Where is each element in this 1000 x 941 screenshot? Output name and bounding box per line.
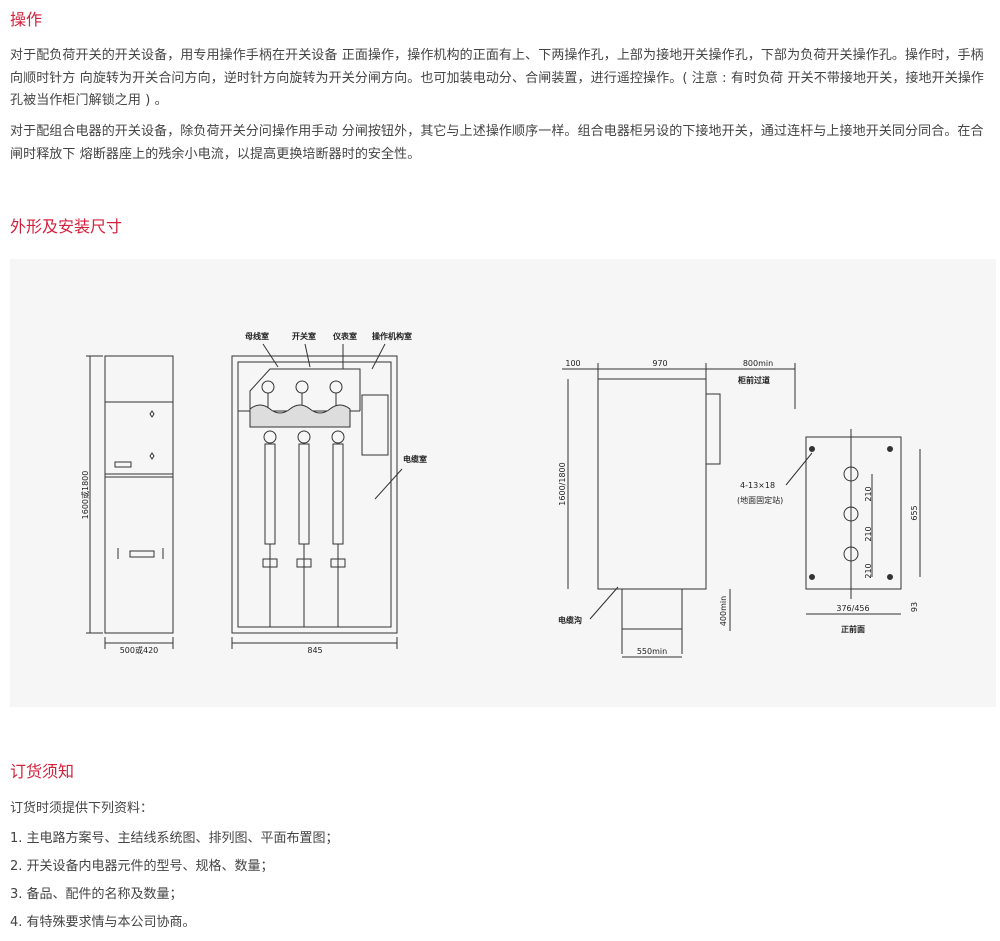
operation-paragraph-2: 对于配组合电器的开关设备，除负荷开关分问操作用手动 分闸按钮外，其它与上述操作顺… (10, 124, 984, 162)
side-label-busbar: 母线室 (245, 331, 269, 341)
front-width-label: 500或420 (120, 645, 159, 655)
plan-dim-970: 970 (652, 359, 667, 368)
plan-trench-depth: 400min (719, 596, 728, 626)
side-label-meter: 仪表室 (332, 331, 357, 341)
base-dim-1: 210 (864, 486, 873, 501)
dimension-drawing: 1600或1800 500或420 (10, 259, 996, 707)
base-front-label: 正前面 (841, 624, 865, 634)
operation-paragraph-1: 对于配负荷开关的开关设备，用专用操作手柄在开关设备 正面操作，操作机构的正面有上… (10, 48, 985, 108)
plan-corridor-label: 柜前过道 (737, 375, 770, 385)
plan-dim-100: 100 (565, 359, 580, 368)
order-item-3: 3. 备品、配件的名称及数量； (10, 887, 183, 902)
order-title: 订货须知 (10, 762, 75, 781)
side-label-mechanism: 操作机构室 (372, 331, 412, 341)
plan-trench-width: 550min (637, 647, 667, 656)
base-note-label: (地面固定站) (737, 495, 783, 505)
order-item-4: 4. 有特殊要求情与本公司协商。 (10, 915, 196, 930)
dimension-drawing-svg: 1600或1800 500或420 (80, 331, 921, 658)
order-item-2: 2. 开关设备内电器元件的型号、规格、数量； (10, 859, 274, 874)
base-total-label: 655 (910, 505, 919, 520)
base-holes-label: 4-13×18 (740, 481, 775, 490)
order-item-1: 1. 主电路方案号、主结线系统图、排列图、平面布置图； (10, 831, 339, 846)
base-dim-3: 210 (864, 563, 873, 578)
front-height-label: 1600或1800 (80, 471, 90, 520)
base-dim-2: 210 (864, 526, 873, 541)
side-label-switch: 开关室 (292, 331, 316, 341)
side-depth-label: 845 (307, 646, 322, 655)
plan-dim-800: 800min (743, 359, 773, 368)
base-bottom-label: 93 (910, 602, 919, 612)
front-view: 1600或1800 500或420 (80, 355, 174, 655)
base-view: 210 210 210 655 93 376/456 正前面 4-13×18 (… (737, 429, 921, 634)
side-label-cable: 电缆室 (403, 454, 427, 464)
base-width-label: 376/456 (836, 604, 869, 613)
dimensions-title: 外形及安装尺寸 (10, 217, 123, 236)
plan-height-label: 1600/1800 (558, 462, 567, 505)
order-intro: 订货时须提供下列资料： (10, 801, 154, 816)
operation-title: 操作 (10, 10, 43, 29)
side-view: 845 母线室 开关室 仪表室 操作机构室 电缆室 (231, 331, 427, 655)
plan-trench-label: 电缆沟 (558, 615, 582, 625)
installation-view: 100 970 800min 柜前过道 1600/1800 电缆沟 400min… (558, 359, 796, 658)
